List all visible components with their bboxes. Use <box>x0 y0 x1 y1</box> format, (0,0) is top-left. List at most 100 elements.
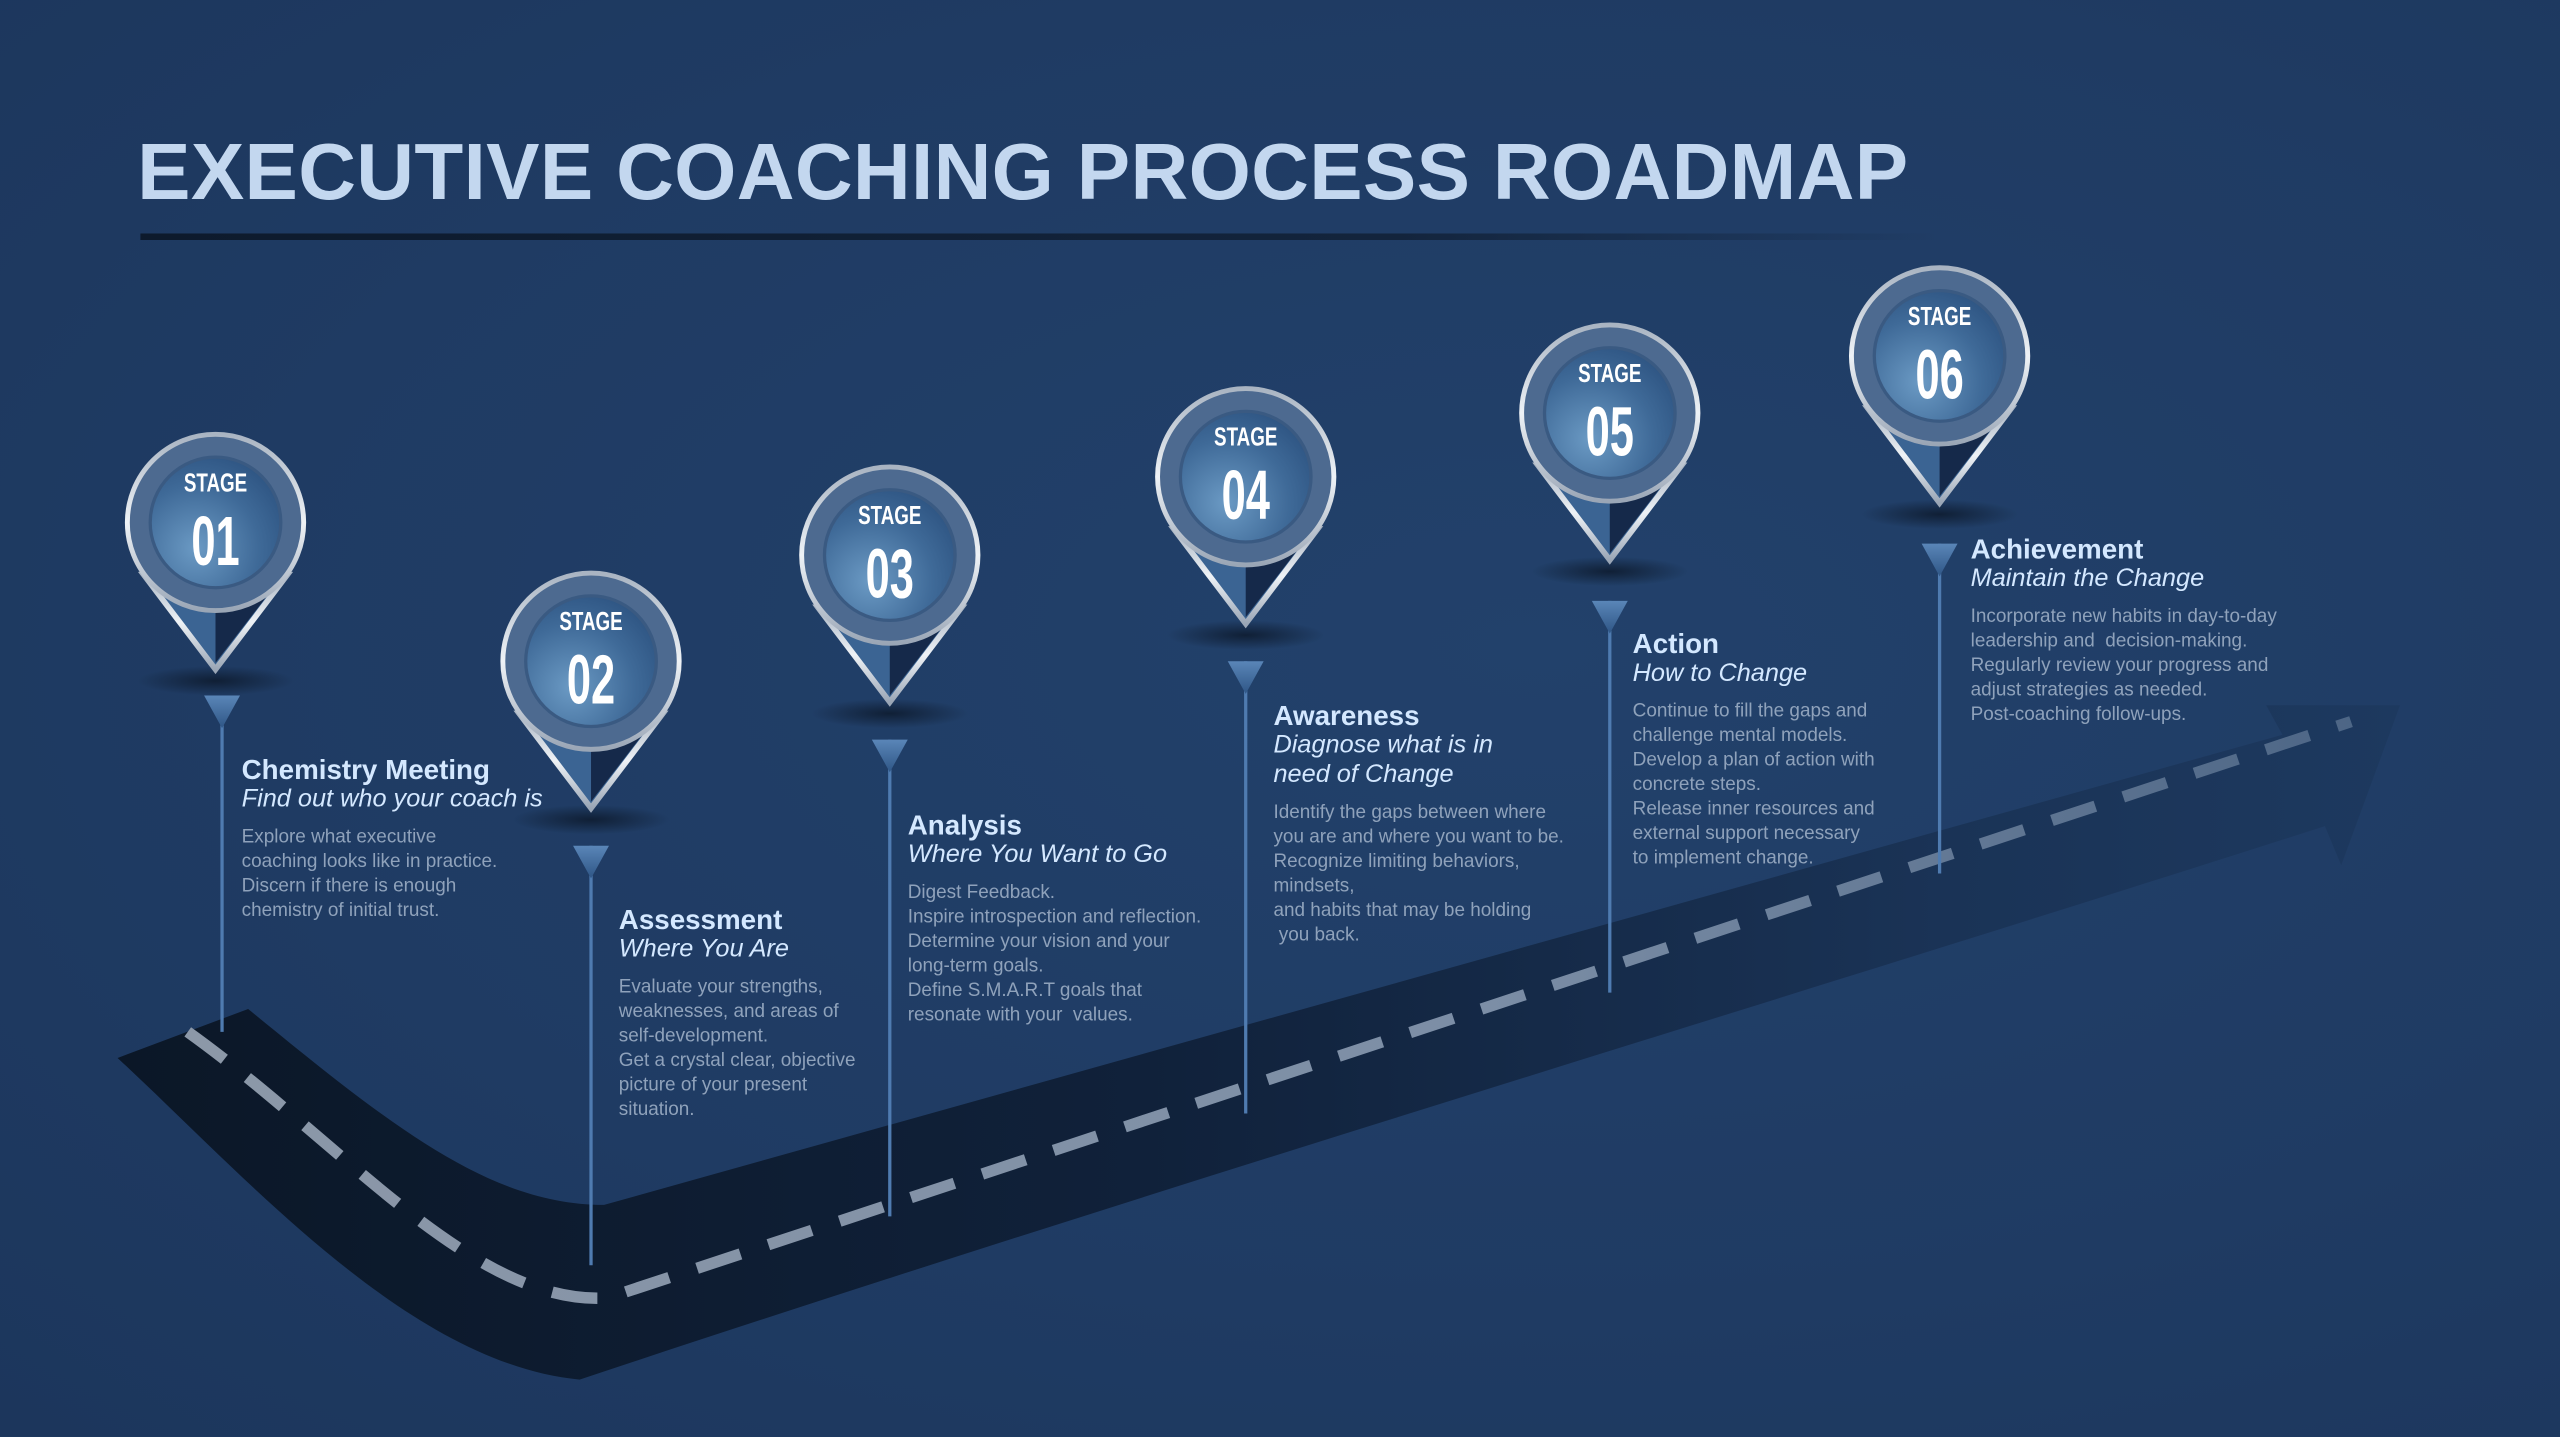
connector-marker-icon <box>1921 543 1958 577</box>
stage-body-line: Incorporate new habits in day-to-day <box>1970 605 2277 627</box>
connector-marker-icon <box>871 739 908 773</box>
stage-connector <box>1591 600 1628 993</box>
stage-body: Incorporate new habits in day-to-day lead… <box>1971 604 2277 726</box>
stage-connector <box>573 845 609 1266</box>
pin-shadow <box>1167 620 1325 650</box>
stage-body-line: Get a crystal clear, objective <box>618 1049 856 1072</box>
stage-body-line: Explore what executive <box>241 826 437 848</box>
stage-subtitle: Maintain the Change <box>1970 564 2205 593</box>
pin-shadow <box>811 698 969 729</box>
road-center-dashes <box>184 716 2353 1304</box>
stage-title: Analysis <box>907 809 1022 841</box>
pin-stage-label: STAGE <box>1908 301 1971 331</box>
pin-stage-number: 06 <box>1915 337 1963 414</box>
connector-marker-icon <box>573 845 609 879</box>
stage-connector <box>871 739 908 1217</box>
pin-inner <box>524 594 658 729</box>
stage-body-line: leadership and decision-making. <box>1970 630 2248 652</box>
pin-stage-label: STAGE <box>1578 358 1641 388</box>
stage-body-line: Release inner resources and <box>1632 798 1875 820</box>
pin-stage-number: 03 <box>866 536 914 613</box>
title-underline <box>140 233 1937 240</box>
pin-inner <box>148 455 283 590</box>
stage-body-line: Continue to fill the gaps and <box>1632 700 1868 722</box>
stage-pin-06: STAGE 06 <box>1848 265 2031 529</box>
stage-body-line: Evaluate your strengths, <box>618 976 823 998</box>
pin-shadow <box>1531 556 1689 587</box>
pin-stage-label: STAGE <box>184 467 247 497</box>
stage-body-line: Inspire introspection and reflection. <box>907 906 1202 928</box>
pin-inner <box>822 488 957 623</box>
stage-title: Awareness <box>1273 700 1420 732</box>
stage-subtitle: Where You Are <box>618 935 790 964</box>
stage-pin-04: STAGE 04 <box>1155 386 1337 650</box>
stage-title: Assessment <box>618 904 783 936</box>
stage-body-line: Recognize limiting behaviors, <box>1273 850 1520 872</box>
pin-stage-label: STAGE <box>858 500 921 530</box>
stage-title: Chemistry Meeting <box>241 754 490 786</box>
stage-body-line: Determine your vision and your <box>907 930 1170 952</box>
pin-shadow <box>512 804 670 835</box>
stage-pin-05: STAGE 05 <box>1519 322 1701 587</box>
page-title: EXECUTIVE COACHING PROCESS ROADMAP <box>137 128 1909 218</box>
stage-connector <box>1921 543 1958 874</box>
stage-body-line: concrete steps. <box>1632 773 1762 796</box>
pin-stage-number: 02 <box>567 643 615 720</box>
stage-body-line: weaknesses, and areas of <box>618 1000 839 1023</box>
stage-body: Evaluate your strengths,weaknesses, and … <box>619 975 856 1122</box>
stage-body-line: coaching looks like in practice. <box>241 850 498 872</box>
stage-body-line: Identify the gaps between where <box>1273 801 1547 823</box>
stage-body-line: challenge mental models. <box>1632 724 1848 747</box>
stage-title: Action <box>1632 628 1720 660</box>
pin-inner <box>1178 409 1313 544</box>
stage-body-line: Digest Feedback. <box>907 881 1056 903</box>
stage-subtitle: How to Change <box>1632 659 1808 688</box>
pin-stage-number: 05 <box>1586 394 1634 471</box>
stage-subtitle: Find out who your coach is <box>241 785 543 814</box>
connector-marker-icon <box>204 695 240 729</box>
stage-body-line: resonate with your values. <box>907 1004 1133 1026</box>
stage-body-line: Post-coaching follow-ups. <box>1970 703 2187 725</box>
pin-inner <box>1542 346 1677 480</box>
stage-body-line: adjust strategies as needed. <box>1970 679 2208 701</box>
stage-connector <box>1227 661 1264 1114</box>
connector-marker-icon <box>1591 600 1628 634</box>
stage-body-line: self-development. <box>618 1025 769 1047</box>
pin-stage-number: 04 <box>1222 458 1270 535</box>
stage-body-line: you back. <box>1273 924 1360 946</box>
road <box>117 705 2400 1380</box>
pin-stage-number: 01 <box>191 504 239 581</box>
stage-body-line: to implement change. <box>1632 847 1814 869</box>
stage-body-line: external support necessary <box>1632 822 1860 845</box>
pin-shadow <box>1861 499 2018 529</box>
stage-connector <box>204 695 240 1032</box>
stage-subtitle: Where You Want to Go <box>907 840 1168 869</box>
stage-body-line: mindsets, <box>1273 875 1355 897</box>
stage-pin-01: STAGE 01 <box>124 431 307 696</box>
stage-body-line: chemistry of initial trust. <box>241 899 440 921</box>
pin-stage-label: STAGE <box>1214 422 1277 452</box>
stage-body-line: long-term goals. <box>907 955 1044 977</box>
stage-body-line: picture of your present <box>618 1074 808 1096</box>
stage-body-line: and habits that may be holding <box>1273 899 1532 921</box>
stage-body: Digest Feedback. Inspire introspection an… <box>908 880 1202 1027</box>
stage-pin-03: STAGE 03 <box>799 464 981 729</box>
stage-body-line: Discern if there is enough <box>241 875 457 897</box>
pin-stage-label: STAGE <box>559 606 622 636</box>
stage-body-line: you are and where you want to be. <box>1273 826 1564 848</box>
stage-body-line: situation. <box>618 1098 695 1120</box>
stage-body-line: Develop a plan of action with <box>1632 749 1875 771</box>
stage-body: Identify the gaps between where you are a… <box>1273 800 1563 947</box>
connector-marker-icon <box>1227 661 1264 694</box>
pin-inner <box>1872 288 2007 423</box>
